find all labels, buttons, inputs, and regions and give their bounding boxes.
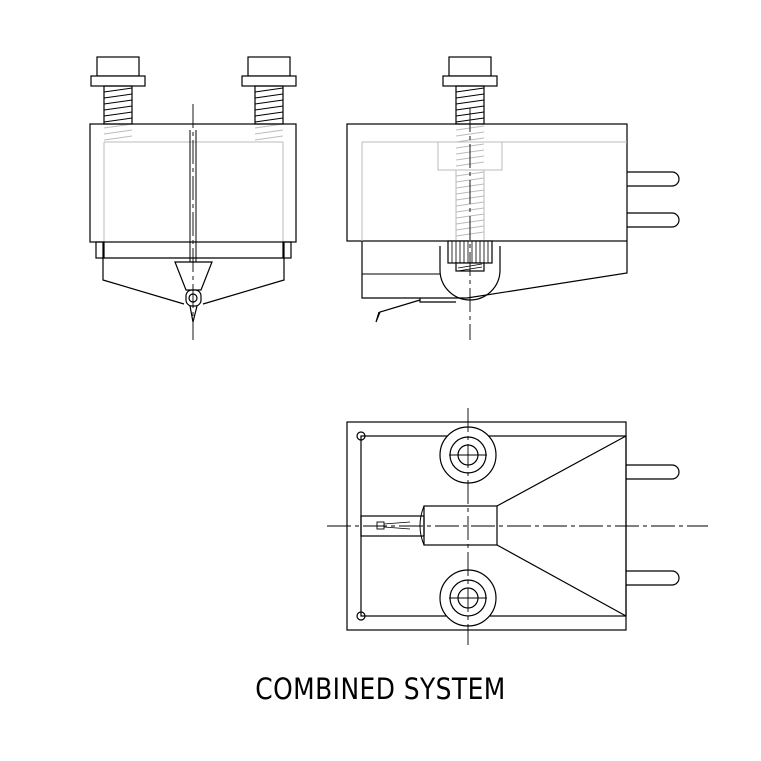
side-view-lower-housing <box>361 241 628 299</box>
side-view-stylus <box>375 298 456 323</box>
side-view-pins <box>627 171 680 228</box>
front-view <box>89 56 297 340</box>
front-view-lower-housing <box>102 242 285 305</box>
front-view-left-screw <box>90 56 146 141</box>
top-view-pins <box>626 464 680 586</box>
side-view <box>346 56 680 340</box>
diagram-caption: COMBINED SYSTEM <box>255 672 506 706</box>
top-view-channel <box>423 505 498 546</box>
top-view <box>327 408 708 645</box>
front-view-right-screw <box>241 56 297 141</box>
front-view-stylus <box>174 130 213 323</box>
